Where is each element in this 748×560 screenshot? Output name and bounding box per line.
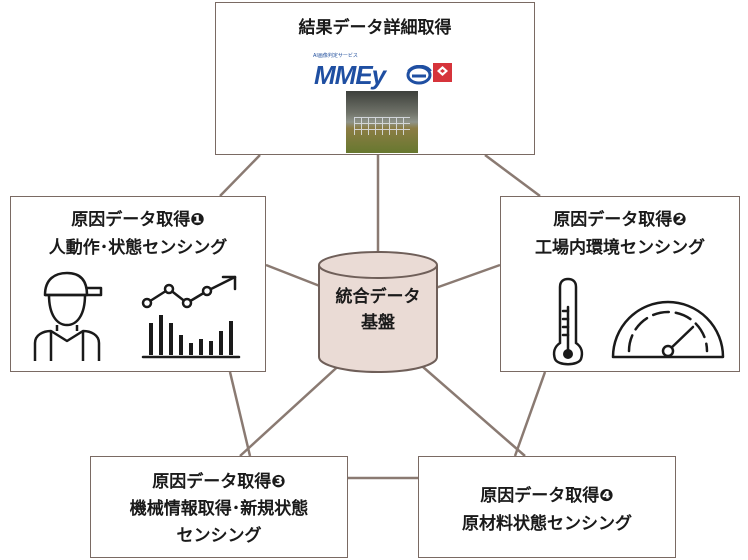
node-cause-data-4: 原因データ取得❹ 原材料状態センシング — [418, 456, 676, 558]
link-center-node3 — [239, 359, 346, 457]
node3-subtitle-line2: センシング — [176, 526, 262, 546]
eye-logo-icon — [406, 65, 432, 85]
node1-subtitle: 人動作･状態センシング — [48, 238, 228, 258]
trend-chart-icon — [141, 275, 241, 359]
link-center-node2 — [429, 263, 501, 292]
inspection-grid-display — [354, 117, 410, 135]
gauge-icon — [611, 300, 725, 359]
node-cause-data-3: 原因データ取得❸ 機械情報取得･新規状態 センシング — [90, 456, 348, 558]
node-cause-data-1: 原因データ取得❶ 人動作･状態センシング — [10, 196, 266, 372]
company-badge-icon — [433, 63, 452, 82]
thermometer-icon — [552, 277, 584, 366]
node-result-data-title: 結果データ詳細取得 — [298, 18, 452, 38]
link-node1-node3 — [228, 371, 252, 457]
node2-title: 原因データ取得❷ — [553, 210, 687, 230]
center-label-line1: 統合データ — [335, 287, 421, 307]
logo-text: MMEy — [314, 60, 386, 90]
link-top-node1 — [219, 154, 261, 197]
node4-subtitle: 原材料状態センシング — [462, 514, 632, 534]
node3-subtitle: 機械情報取得･新規状態 — [129, 499, 309, 519]
logo-caption: AI画像判定サービス — [313, 53, 358, 59]
center-label-line2: 基盤 — [361, 313, 395, 333]
node-result-data: 結果データ詳細取得 AI画像判定サービス MMEy — [215, 2, 535, 155]
link-center-node4 — [414, 359, 526, 457]
node4-title: 原因データ取得❹ — [480, 486, 614, 506]
node2-subtitle: 工場内環境センシング — [535, 238, 705, 258]
integrated-data-platform: 統合データ 基盤 — [316, 249, 440, 375]
node3-title: 原因データ取得❸ — [152, 472, 286, 492]
node1-title: 原因データ取得❶ — [71, 210, 205, 230]
node-cause-data-2: 原因データ取得❷ 工場内環境センシング — [500, 196, 740, 372]
inspection-photo — [346, 91, 418, 153]
mmeye-logo: AI画像判定サービス MMEy — [216, 53, 534, 91]
database-icon — [318, 251, 438, 373]
worker-icon — [33, 271, 103, 361]
link-top-node2 — [484, 153, 541, 198]
link-node2-node4 — [513, 371, 547, 457]
